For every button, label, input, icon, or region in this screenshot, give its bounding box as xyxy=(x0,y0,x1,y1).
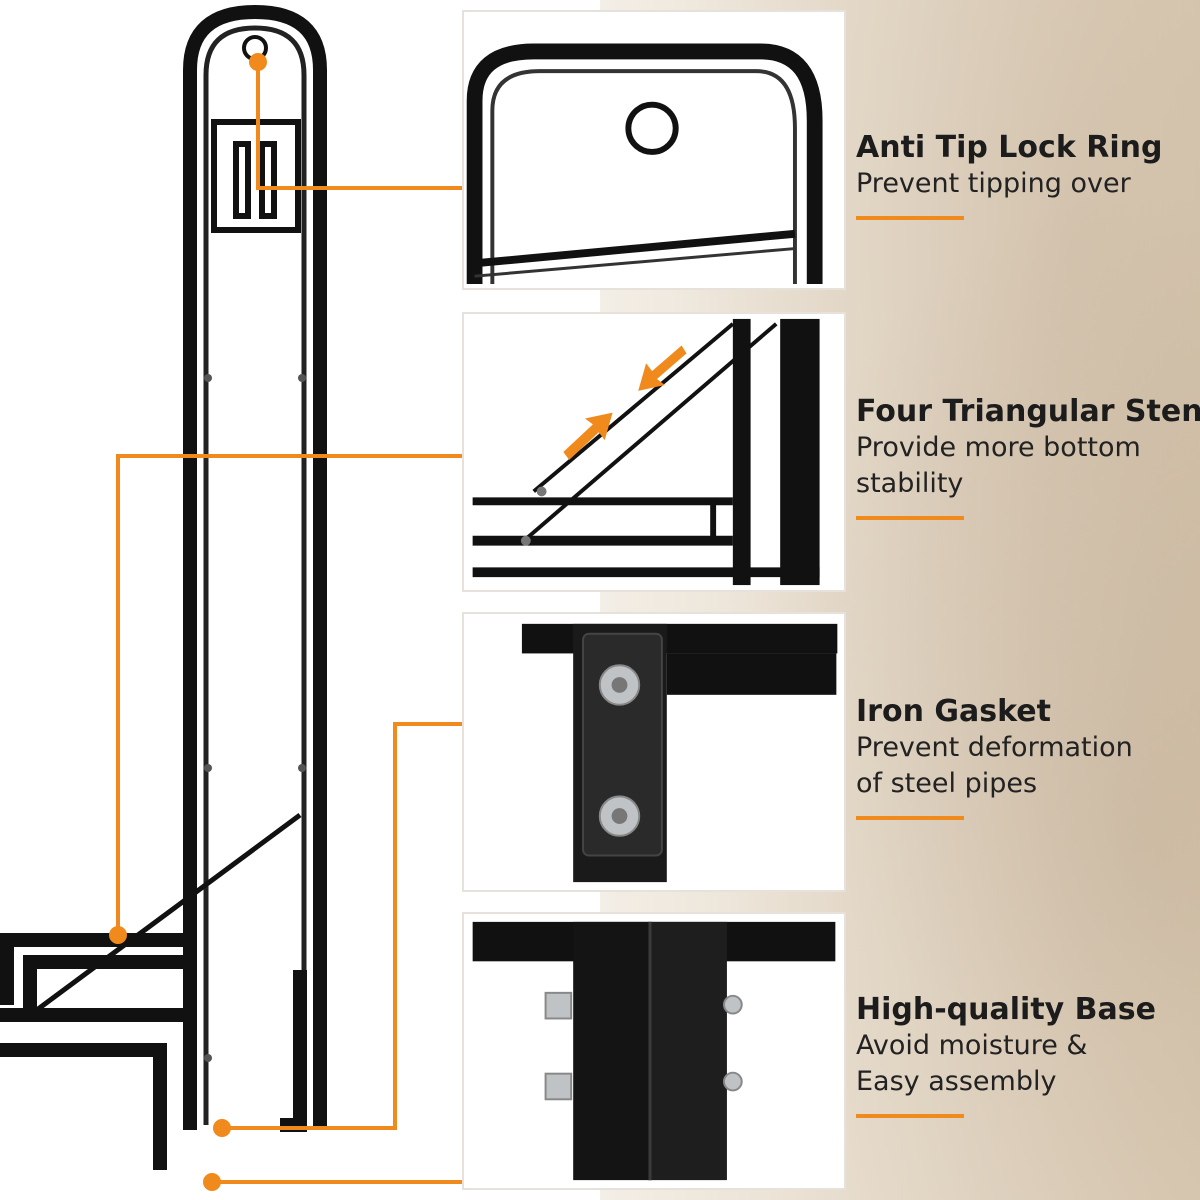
stent-detail xyxy=(472,318,820,586)
accent-bar xyxy=(856,816,964,820)
accent-bar xyxy=(856,516,964,520)
feature-triangular-stents: Four Triangular Stents Provide more bott… xyxy=(856,394,1200,520)
joint-bolts xyxy=(204,374,306,1062)
feature-desc-line: of steel pipes xyxy=(856,768,1038,799)
base-detail xyxy=(472,921,836,1181)
detail-panel-gasket xyxy=(462,612,846,892)
triangular-stent xyxy=(28,812,302,1018)
detail-panel-stents xyxy=(462,312,846,592)
upright-inner xyxy=(203,25,307,1125)
feature-desc-line: Provide more bottom xyxy=(856,432,1141,463)
detail-panel-base xyxy=(462,912,846,1190)
bolt-icon xyxy=(598,664,641,837)
detail-panel-lock-ring xyxy=(462,10,846,290)
arrow-down-left-icon xyxy=(638,345,687,391)
lock-ring-icon xyxy=(625,101,679,155)
feature-desc-line: stability xyxy=(856,468,964,499)
feature-desc-line: Easy assembly xyxy=(856,1066,1057,1097)
feature-title: High-quality Base xyxy=(856,992,1156,1027)
feature-iron-gasket: Iron Gasket Prevent deformation of steel… xyxy=(856,694,1200,820)
leader-dots xyxy=(109,53,267,1191)
base-frame xyxy=(0,933,307,1170)
feature-title: Four Triangular Stents xyxy=(856,394,1200,429)
bolt-icon xyxy=(544,991,743,1101)
base-foot-left xyxy=(0,935,14,1005)
feature-anti-tip: Anti Tip Lock Ring Prevent tipping over xyxy=(856,130,1200,220)
feature-high-quality-base: High-quality Base Avoid moisture & Easy … xyxy=(856,992,1200,1118)
feature-desc-line: Prevent deformation xyxy=(856,732,1133,763)
feature-title: Iron Gasket xyxy=(856,694,1051,729)
upright-frame xyxy=(183,5,327,1130)
arrow-up-right-icon xyxy=(563,412,613,460)
gasket-detail xyxy=(521,623,838,883)
leader-lines xyxy=(116,62,464,1184)
lock-ring-detail xyxy=(466,43,823,285)
feature-desc-line: Prevent tipping over xyxy=(856,168,1131,199)
feature-desc-line: Avoid moisture & xyxy=(856,1030,1088,1061)
feature-title: Anti Tip Lock Ring xyxy=(856,130,1163,165)
accent-bar xyxy=(856,216,964,220)
accent-bar xyxy=(856,1114,964,1118)
